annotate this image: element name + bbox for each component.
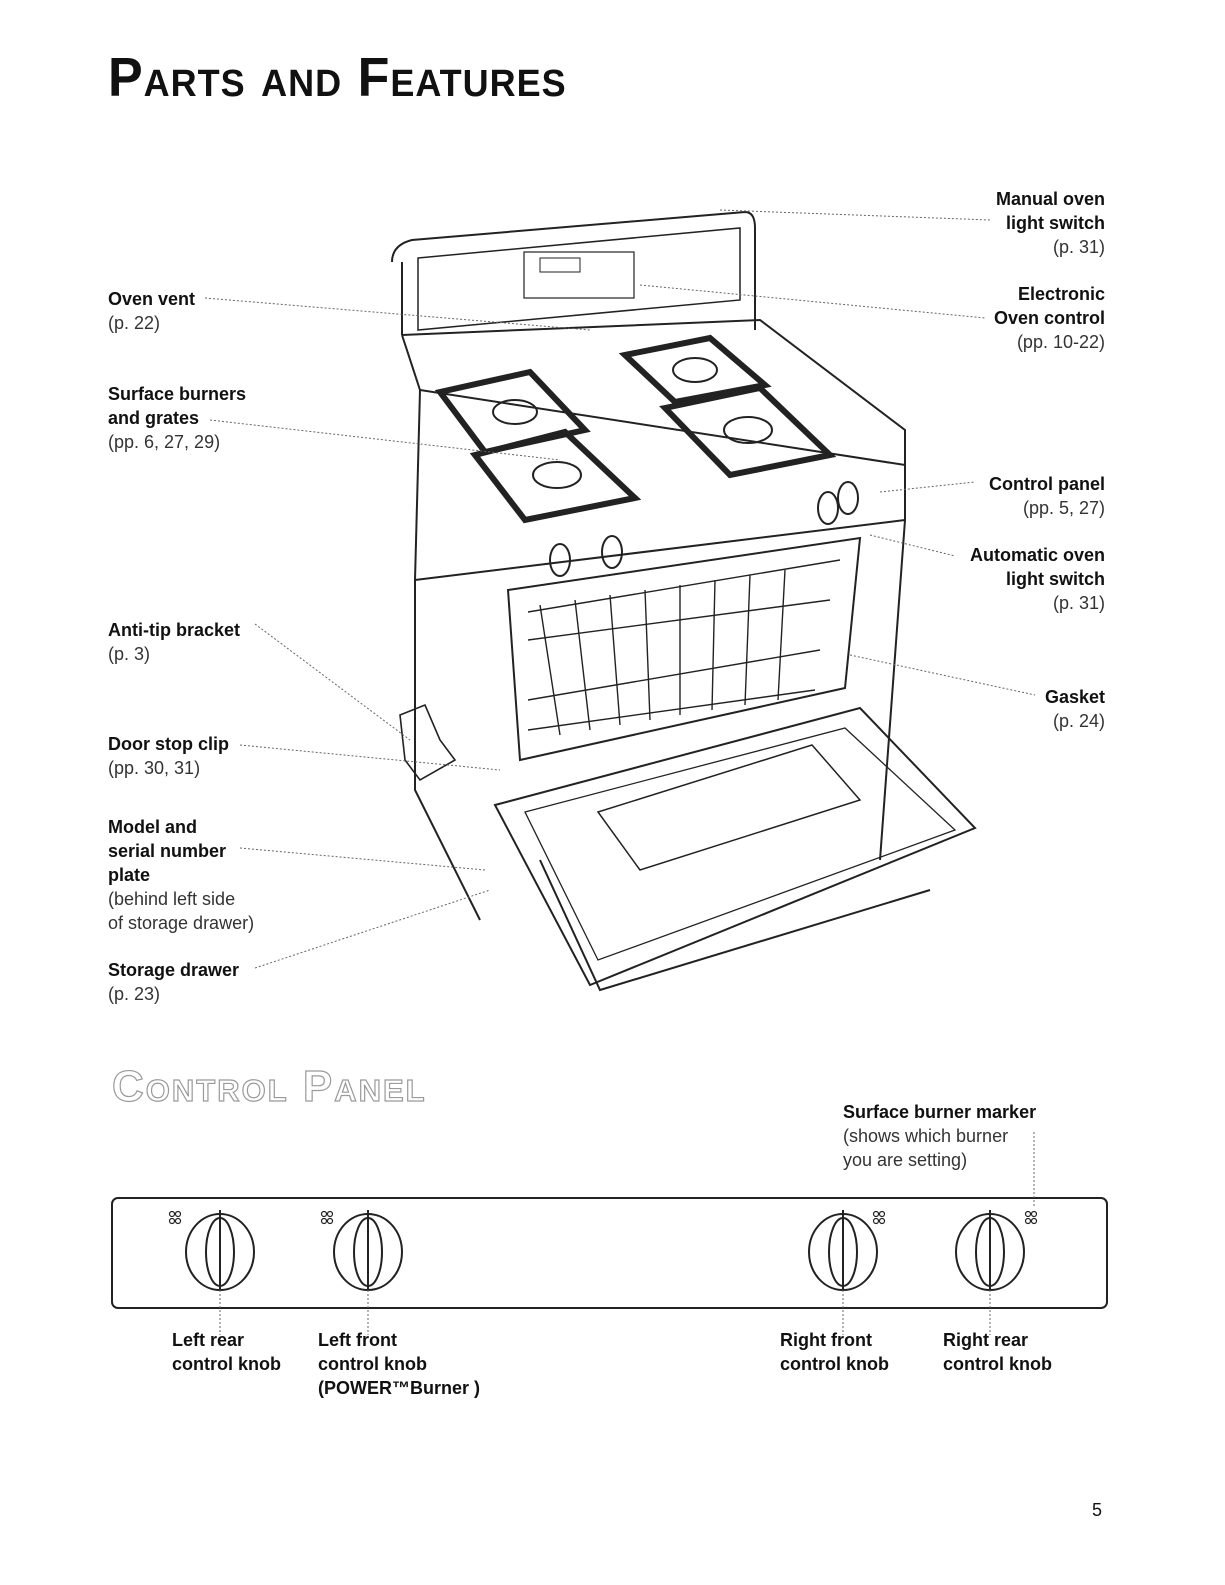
left-front-knob-label: Left front control knob (POWER™Burner ) bbox=[318, 1330, 480, 1398]
anti-tip-bracket-callout: Anti-tip bracket (p. 3) bbox=[108, 620, 241, 664]
automatic-light-switch-callout: Automatic oven light switch (p. 31) bbox=[969, 545, 1105, 613]
control-panel-callout: Control panel (pp. 5, 27) bbox=[989, 474, 1105, 518]
surface-burner-marker-callout: Surface burner marker (shows which burne… bbox=[843, 1102, 1037, 1170]
door-stop-clip-callout: Door stop clip (pp. 30, 31) bbox=[108, 734, 229, 778]
electronic-control-callout: Electronic Oven control (pp. 10-22) bbox=[993, 284, 1105, 352]
page-title: Parts and Features bbox=[108, 47, 567, 109]
surface-burners-callout: Surface burners and grates (pp. 6, 27, 2… bbox=[108, 384, 247, 452]
right-front-knob-label: Right front control knob bbox=[780, 1330, 889, 1374]
left-rear-knob-label: Left rear control knob bbox=[172, 1330, 281, 1374]
gasket-callout: Gasket (p. 24) bbox=[1044, 687, 1105, 731]
storage-drawer-callout: Storage drawer (p. 23) bbox=[108, 960, 240, 1004]
section-title: Control Panel bbox=[111, 1061, 427, 1111]
manual-light-switch-callout: Manual oven light switch (p. 31) bbox=[995, 189, 1105, 257]
right-rear-knob-label: Right rear control knob bbox=[943, 1330, 1052, 1374]
oven-vent-callout: Oven vent (p. 22) bbox=[108, 289, 196, 333]
page-number: 5 bbox=[1092, 1500, 1103, 1520]
model-serial-plate-callout: Model and serial number plate (behind le… bbox=[108, 817, 255, 933]
